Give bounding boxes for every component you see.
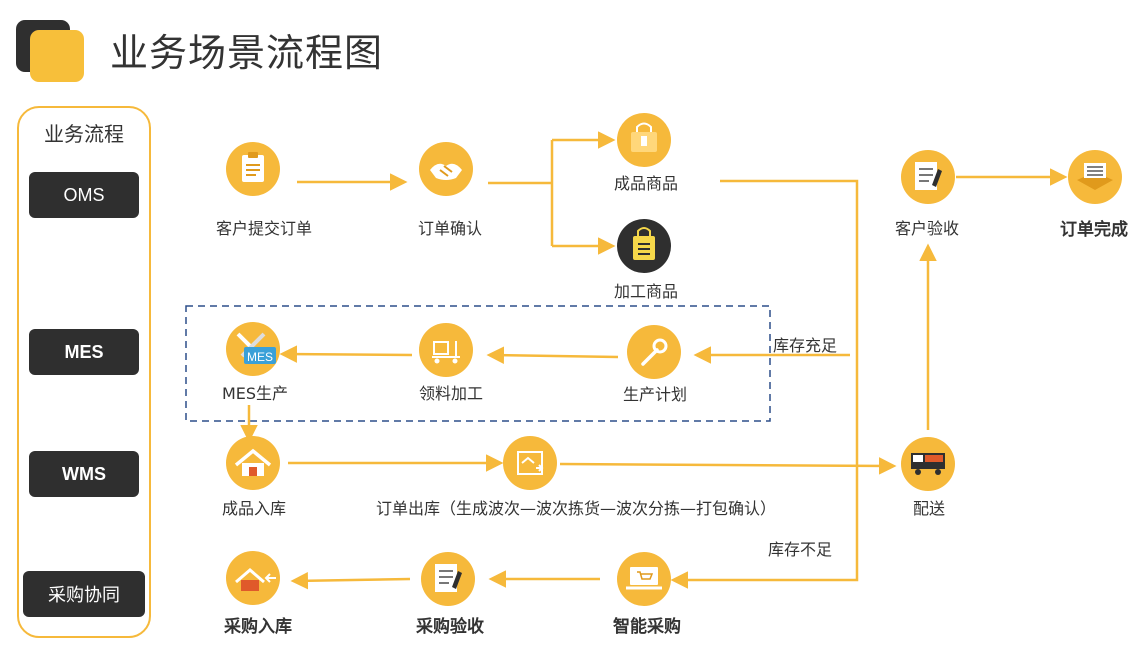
- laptop-cart-icon: [617, 552, 671, 606]
- checklist-icon: [901, 150, 955, 204]
- order-complete-icon: [1068, 150, 1122, 204]
- label-finished-goods: 成品商品: [613, 174, 679, 193]
- lane-panel: 业务流程: [17, 106, 151, 638]
- label-material-processing: 领料加工: [418, 384, 484, 403]
- lane-mes[interactable]: MES: [29, 329, 139, 375]
- lane-oms[interactable]: OMS: [29, 172, 139, 218]
- note-stock-sufficient: 库存充足: [773, 336, 838, 355]
- gift-bag-icon: [617, 219, 671, 273]
- arrow-plan-to-material: [486, 346, 619, 364]
- lane-wms[interactable]: WMS: [29, 451, 139, 497]
- label-customer-accept: 客户验收: [894, 219, 960, 238]
- clipboard-icon: [226, 142, 280, 196]
- label-processed-goods: 加工商品: [613, 282, 679, 301]
- arrow-material-to-mes: [279, 345, 413, 363]
- label-submit-order: 客户提交订单: [215, 219, 313, 238]
- wrench-icon: [627, 325, 681, 379]
- arrow-finished-to-smart-purchase: [670, 179, 859, 589]
- house-inbound-icon: [226, 551, 280, 605]
- arrow-accept-to-inbound: [290, 572, 411, 590]
- handshake-icon: [419, 142, 473, 196]
- lane-panel-title: 业务流程: [44, 122, 124, 146]
- house-icon: [226, 436, 280, 490]
- label-purchase-inbound: 采购入库: [224, 617, 292, 637]
- purchase-checklist-icon: [421, 552, 475, 606]
- lane-purchase-collab[interactable]: 采购协同: [23, 571, 145, 617]
- mes-dashed-box: [185, 305, 771, 422]
- label-order-complete: 订单完成: [1060, 220, 1128, 240]
- logo-front-square: [30, 30, 84, 82]
- label-production-plan: 生产计划: [622, 385, 688, 404]
- label-delivery: 配送: [912, 499, 946, 518]
- label-goods-inbound: 成品入库: [221, 499, 287, 518]
- note-stock-insufficient: 库存不足: [768, 540, 833, 559]
- arrow-outbound-to-delivery: [559, 457, 897, 475]
- page-title: 业务场景流程图: [110, 31, 384, 75]
- trolley-icon: [419, 323, 473, 377]
- label-smart-purchase: 智能采购: [613, 617, 681, 637]
- label-order-outbound: 订单出库（生成波次—波次拣货—波次分拣—打包确认）: [375, 499, 777, 518]
- label-mes-production: MES生产: [221, 384, 289, 403]
- label-confirm-order: 订单确认: [417, 219, 483, 238]
- outbound-doc-icon: [503, 436, 557, 490]
- mes-tools-icon: [226, 322, 280, 376]
- label-purchase-accept: 采购验收: [416, 617, 484, 637]
- shopping-bag-icon: [617, 113, 671, 167]
- mes-badge-text: MES: [247, 350, 273, 364]
- truck-icon: [901, 437, 955, 491]
